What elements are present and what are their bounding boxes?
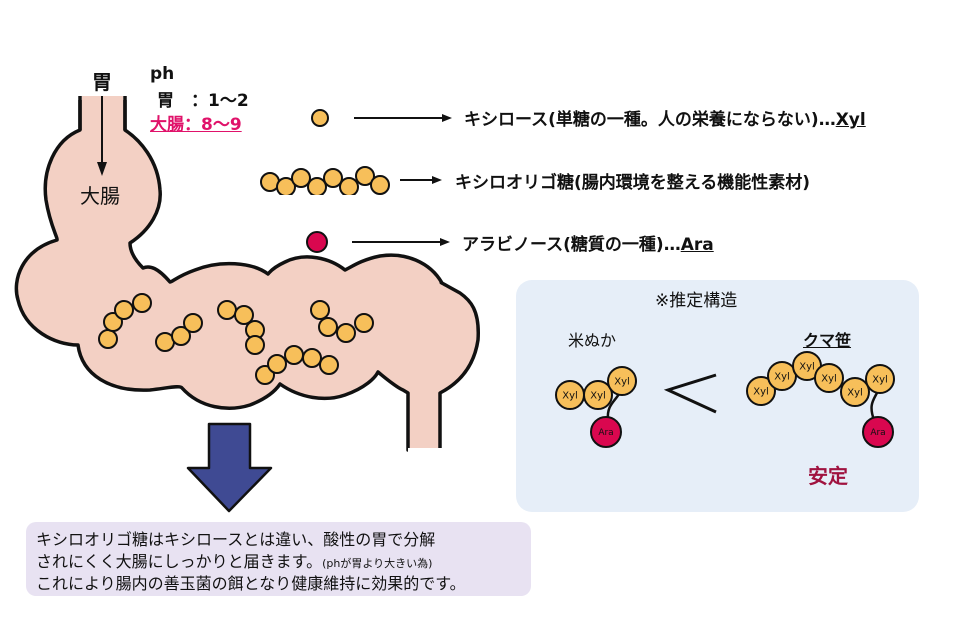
xylose-unit-label: Xyl [774, 372, 790, 383]
xylose-unit [234, 305, 254, 325]
xylose-unit [746, 376, 776, 406]
xylooligosaccharide-chains [98, 293, 374, 385]
xylose-unit [183, 313, 203, 333]
note-line-2: されにくく大腸にしっかりと届きます。(phが胃より大きい為) [36, 552, 433, 571]
legend-arabinose-text: アラビノース(糖質の一種)…Ara [462, 234, 714, 255]
xylose-unit [814, 363, 844, 393]
xylose-unit-label: Xyl [614, 377, 630, 388]
xylose-unit [310, 300, 330, 320]
arabinose-unit-label: Ara [870, 428, 885, 438]
legend-xylose-text: キシロース(単糖の一種。人の栄養にならない)…Xyl [464, 110, 866, 130]
legend-xylooligosaccharide: キシロオリゴ糖(腸内環境を整える機能性素材) [258, 165, 810, 195]
xylose-unit [319, 355, 339, 375]
intestine-shape [14, 96, 480, 456]
xylose-unit [354, 313, 374, 333]
ph-stomach-value: 胃 ：1〜2 [157, 91, 249, 111]
xylose-unit [336, 323, 356, 343]
xylose-unit [284, 345, 304, 365]
arrow-right-icon [352, 238, 450, 246]
xylose-unit-label: Xyl [799, 362, 815, 373]
xylose-unit [583, 380, 613, 410]
xylose-unit [291, 168, 311, 188]
xylose-unit [267, 354, 287, 374]
xylose-unit [245, 335, 265, 355]
xylose-unit [307, 177, 327, 195]
down-arrow-icon [186, 422, 273, 513]
arrow-right-icon [354, 113, 452, 122]
structure-title: ※推定構造 [655, 291, 738, 311]
xylose-unit [840, 377, 870, 407]
stomach-label: 胃 [92, 70, 112, 94]
xylose-unit [355, 166, 375, 186]
xylose-unit [318, 317, 338, 337]
xylose-unit [98, 329, 118, 349]
flow-arrow [97, 96, 107, 176]
legend-xylooligosaccharide-text: キシロオリゴ糖(腸内環境を整える機能性素材) [455, 172, 811, 193]
xylose-unit-label: Xyl [821, 374, 837, 385]
xylose-unit [276, 177, 296, 195]
arrow-right-icon [400, 176, 442, 184]
legend-arabinose: アラビノース(糖質の一種)…Ara [304, 229, 714, 255]
kumazasa-label: クマ笹 [803, 331, 852, 350]
xylose-unit [339, 177, 359, 195]
arabinose-unit [862, 416, 894, 448]
xylose-unit-label: Xyl [590, 391, 606, 402]
xylose-unit [132, 293, 152, 313]
xylose-unit-label: Xyl [872, 375, 888, 386]
xylose-unit [171, 326, 191, 346]
xylose-unit [370, 175, 390, 195]
note-line-3: これにより腸内の善玉菌の餌となり健康維持に効果的です。 [36, 574, 466, 593]
ph-intestine-value: 大腸：8〜9 [150, 115, 242, 135]
ph-title: ph [150, 64, 175, 84]
xylose-unit [607, 366, 637, 396]
explanation-note [26, 522, 531, 596]
arabinose-circle-icon [306, 231, 328, 253]
xylose-unit [323, 168, 343, 188]
xylose-unit [114, 300, 134, 320]
arabinose-unit [590, 416, 622, 448]
xylose-circle-icon [311, 108, 329, 127]
rice-bran-label: 米ぬか [568, 331, 617, 350]
legend-xylose: キシロース(単糖の一種。人の栄養にならない)…Xyl [310, 105, 866, 130]
xylose-unit [217, 300, 237, 320]
less-than-symbol [663, 373, 717, 414]
note-line-1: キシロオリゴ糖はキシロースとは違い、酸性の胃で分解 [36, 530, 436, 549]
xylose-unit [302, 348, 322, 368]
xylose-unit [865, 364, 895, 394]
stable-label: 安定 [808, 464, 848, 488]
large-intestine-label: 大腸 [80, 184, 120, 208]
xylose-unit-label: Xyl [753, 387, 769, 398]
xylooligosaccharide-chain-icon [260, 166, 390, 195]
xylose-unit-label: Xyl [562, 391, 578, 402]
xylose-unit-label: Xyl [847, 388, 863, 399]
arabinose-unit-label: Ara [598, 428, 613, 438]
